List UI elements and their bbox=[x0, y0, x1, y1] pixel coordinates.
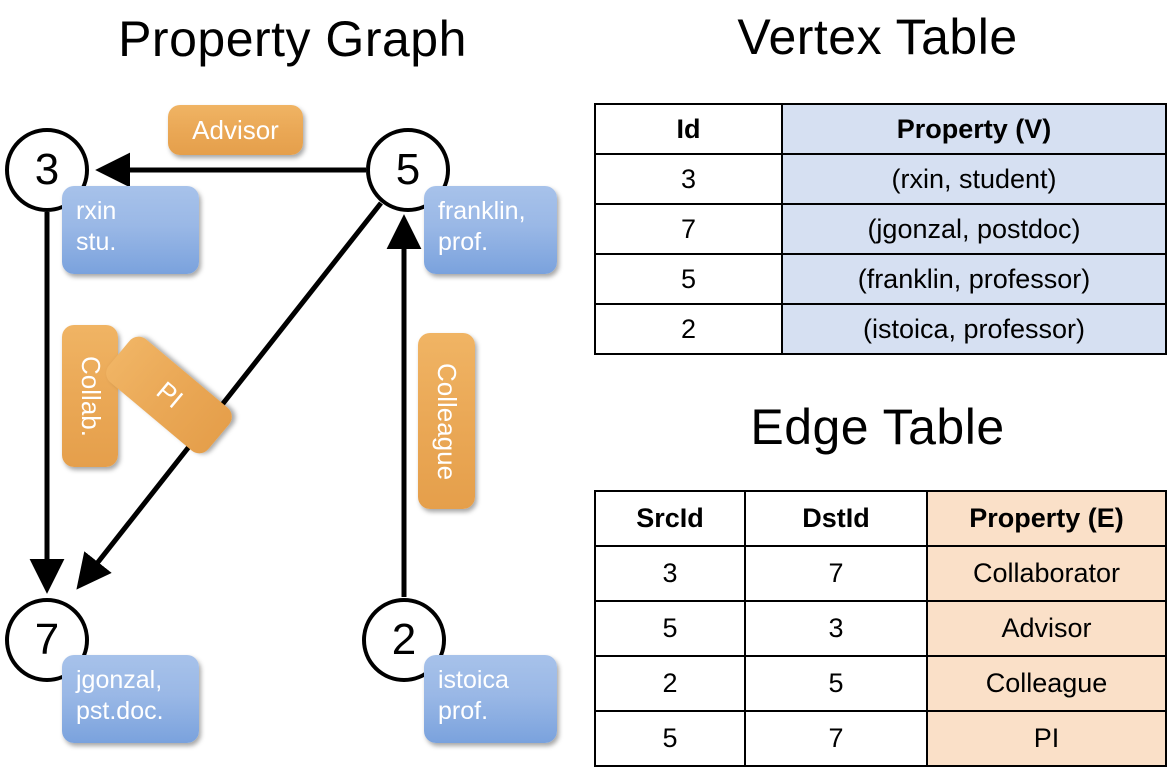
edge-table-header-dstid: DstId bbox=[744, 490, 928, 547]
vertex-property-box-7: jgonzal, pst.doc. bbox=[62, 655, 199, 743]
edge-table-header-srcid: SrcId bbox=[594, 490, 746, 547]
edge-label-collab: Collab. bbox=[62, 325, 118, 467]
edge-table-header-property: Property (E) bbox=[926, 490, 1167, 547]
edge-cell-property: Collaborator bbox=[926, 545, 1167, 602]
vertex-property-line1: franklin, bbox=[438, 197, 526, 225]
graph-node-5[interactable]: 5 bbox=[366, 128, 450, 212]
edge-cell-srcid: 5 bbox=[594, 710, 746, 767]
vertex-cell-id: 3 bbox=[594, 153, 783, 205]
edge-table-header-row: SrcId DstId Property (E) bbox=[594, 490, 1167, 547]
graph-node-2[interactable]: 2 bbox=[362, 598, 446, 682]
vertex-table-header-property: Property (V) bbox=[781, 103, 1167, 155]
table-row[interactable]: 5 7 PI bbox=[594, 710, 1167, 767]
table-row[interactable]: 7 (jgonzal, postdoc) bbox=[594, 203, 1167, 255]
vertex-cell-property: (jgonzal, postdoc) bbox=[781, 203, 1167, 255]
table-row[interactable]: 2 (istoica, professor) bbox=[594, 303, 1167, 355]
table-row[interactable]: 3 7 Collaborator bbox=[594, 545, 1167, 602]
vertex-property-line1: istoica bbox=[438, 666, 509, 694]
vertex-table: Id Property (V) 3 (rxin, student) 7 (jgo… bbox=[594, 103, 1167, 355]
vertex-property-line1: jgonzal, bbox=[76, 666, 163, 694]
edge-5-to-7-pi bbox=[76, 201, 383, 590]
edge-label-colleague: Colleague bbox=[418, 333, 475, 509]
edge-label-colleague-text: Colleague bbox=[432, 362, 462, 480]
vertex-cell-property: (franklin, professor) bbox=[781, 253, 1167, 305]
vertex-property-line2: prof. bbox=[438, 228, 489, 257]
vertex-cell-id: 5 bbox=[594, 253, 783, 305]
vertex-property-line1: rxin bbox=[76, 197, 117, 225]
edge-cell-property: PI bbox=[926, 710, 1167, 767]
page-title-edge-table: Edge Table bbox=[750, 399, 1005, 455]
table-row[interactable]: 3 (rxin, student) bbox=[594, 153, 1167, 205]
vertex-property-box-5: franklin, prof. bbox=[424, 186, 557, 274]
vertex-property-line2: prof. bbox=[438, 697, 489, 726]
edge-cell-srcid: 3 bbox=[594, 545, 746, 602]
table-row[interactable]: 5 3 Advisor bbox=[594, 600, 1167, 657]
edge-cell-dstid: 3 bbox=[744, 600, 928, 657]
page-title-property-graph: Property Graph bbox=[118, 11, 467, 67]
edge-table: SrcId DstId Property (E) 3 7 Collaborato… bbox=[594, 490, 1167, 767]
edge-label-advisor: Advisor bbox=[168, 105, 303, 155]
edge-label-pi-text: PI bbox=[150, 375, 189, 415]
vertex-property-line2: stu. bbox=[76, 228, 117, 257]
page-title-vertex-table: Vertex Table bbox=[737, 9, 1018, 65]
vertex-property-line2: pst.doc. bbox=[76, 697, 164, 726]
edge-cell-srcid: 5 bbox=[594, 600, 746, 657]
vertex-cell-id: 2 bbox=[594, 303, 783, 355]
edge-cell-property: Colleague bbox=[926, 655, 1167, 712]
edge-cell-property: Advisor bbox=[926, 600, 1167, 657]
edge-label-collab-text: Collab. bbox=[75, 355, 106, 437]
graph-edges-svg bbox=[29, 152, 422, 597]
vertex-cell-property: (istoica, professor) bbox=[781, 303, 1167, 355]
vertex-property-box-3: rxin stu. bbox=[62, 186, 199, 274]
property-graph-diagram: 3 5 7 2 rxin stu. franklin, prof. jgonza… bbox=[0, 0, 585, 760]
vertex-table-header-id: Id bbox=[594, 103, 783, 155]
table-row[interactable]: 5 (franklin, professor) bbox=[594, 253, 1167, 305]
edge-cell-dstid: 5 bbox=[744, 655, 928, 712]
edge-cell-srcid: 2 bbox=[594, 655, 746, 712]
vertex-cell-property: (rxin, student) bbox=[781, 153, 1167, 205]
edge-cell-dstid: 7 bbox=[744, 710, 928, 767]
vertex-cell-id: 7 bbox=[594, 203, 783, 255]
vertex-property-box-2: istoica prof. bbox=[424, 655, 557, 743]
table-row[interactable]: 2 5 Colleague bbox=[594, 655, 1167, 712]
edge-cell-dstid: 7 bbox=[744, 545, 928, 602]
vertex-table-header-row: Id Property (V) bbox=[594, 103, 1167, 155]
